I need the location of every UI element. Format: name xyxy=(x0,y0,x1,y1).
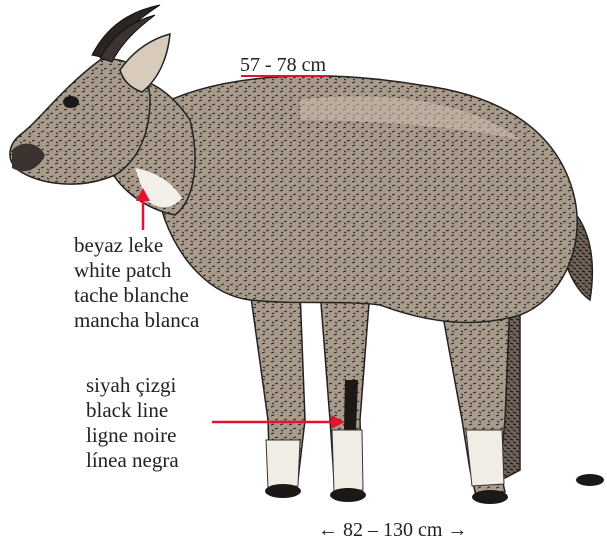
hoof xyxy=(330,488,366,502)
white-patch-label-line: beyaz leke xyxy=(74,233,199,258)
height-label: 57 - 78 cm xyxy=(240,53,326,77)
hoof xyxy=(576,474,604,486)
black-line-label-line: siyah çizgi xyxy=(86,373,179,398)
black-line-stripe xyxy=(344,380,358,430)
eye xyxy=(63,96,79,108)
hoof xyxy=(265,484,301,498)
hind-leg-front-lower xyxy=(466,430,504,486)
white-patch-label: beyaz leke white patch tache blanche man… xyxy=(74,233,199,333)
white-patch-label-line: tache blanche xyxy=(74,283,199,308)
white-patch-label-line: mancha blanca xyxy=(74,308,199,333)
hoof xyxy=(472,490,508,504)
black-line-label-line: línea negra xyxy=(86,448,179,473)
white-patch-label-line: white patch xyxy=(74,258,199,283)
black-line-label-line: black line xyxy=(86,398,179,423)
front-leg-front-lower xyxy=(332,430,363,492)
front-leg-back-lower xyxy=(266,440,300,488)
ear xyxy=(120,34,170,92)
black-line-label-line: ligne noire xyxy=(86,423,179,448)
length-label: ← 82 – 130 cm → xyxy=(318,518,467,542)
black-line-label: siyah çizgi black line ligne noire línea… xyxy=(86,373,179,473)
